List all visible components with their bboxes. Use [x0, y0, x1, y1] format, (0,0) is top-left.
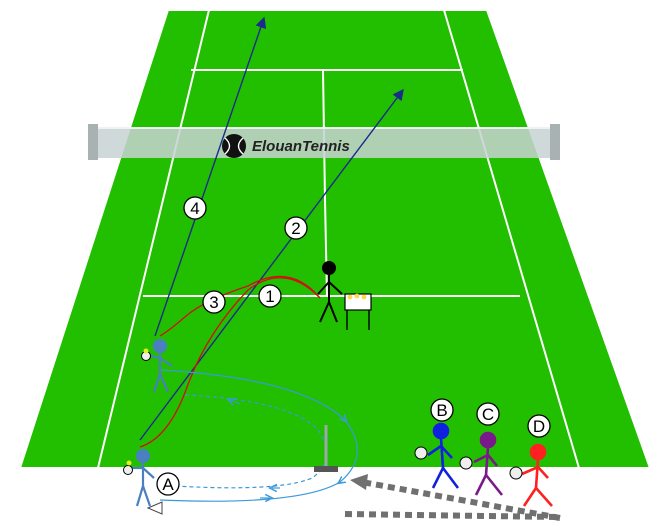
player-c [473, 431, 504, 496]
target-pole [314, 425, 338, 472]
marker-letter: C [482, 405, 494, 424]
player-a [131, 448, 155, 507]
shot-number: 4 [190, 199, 199, 218]
racket-icon [141, 348, 151, 361]
rotation-arrows [344, 474, 561, 521]
shot-label-4: 4 [183, 196, 207, 220]
brand-name: ElouanTennis [252, 138, 350, 155]
shot-arrow-2 [139, 88, 404, 441]
cone-icon [146, 501, 163, 515]
marker-c: C [476, 402, 500, 426]
shot-number: 2 [291, 219, 300, 238]
racket-icon [459, 456, 473, 470]
ball-basket-icon [344, 293, 372, 330]
net [88, 124, 560, 160]
marker-d: D [527, 414, 551, 438]
player-b [427, 422, 460, 489]
marker-letter: A [162, 475, 174, 494]
shot-number: 3 [209, 293, 218, 312]
shot-arrow-4 [154, 16, 267, 337]
shot-number: 1 [265, 287, 274, 306]
shot-arrows [139, 16, 404, 441]
player-top [148, 338, 173, 393]
racket-icon [123, 460, 133, 475]
shot-label-2: 2 [284, 216, 308, 240]
shot-label-3: 3 [202, 290, 226, 314]
feed-trajectory-1 [139, 277, 321, 448]
racket-icon [414, 446, 428, 460]
marker-letter: D [533, 417, 545, 436]
tennis-ball-logo-icon [222, 134, 246, 158]
racket-icon [509, 466, 523, 480]
shot-label-1: 1 [258, 284, 282, 308]
marker-b: B [430, 398, 454, 422]
coach [317, 261, 343, 323]
marker-letter: B [436, 401, 447, 420]
brand-logo: ElouanTennis [222, 134, 350, 158]
player-d [521, 443, 553, 507]
marker-a: A [156, 472, 180, 496]
court-surface [20, 10, 650, 468]
